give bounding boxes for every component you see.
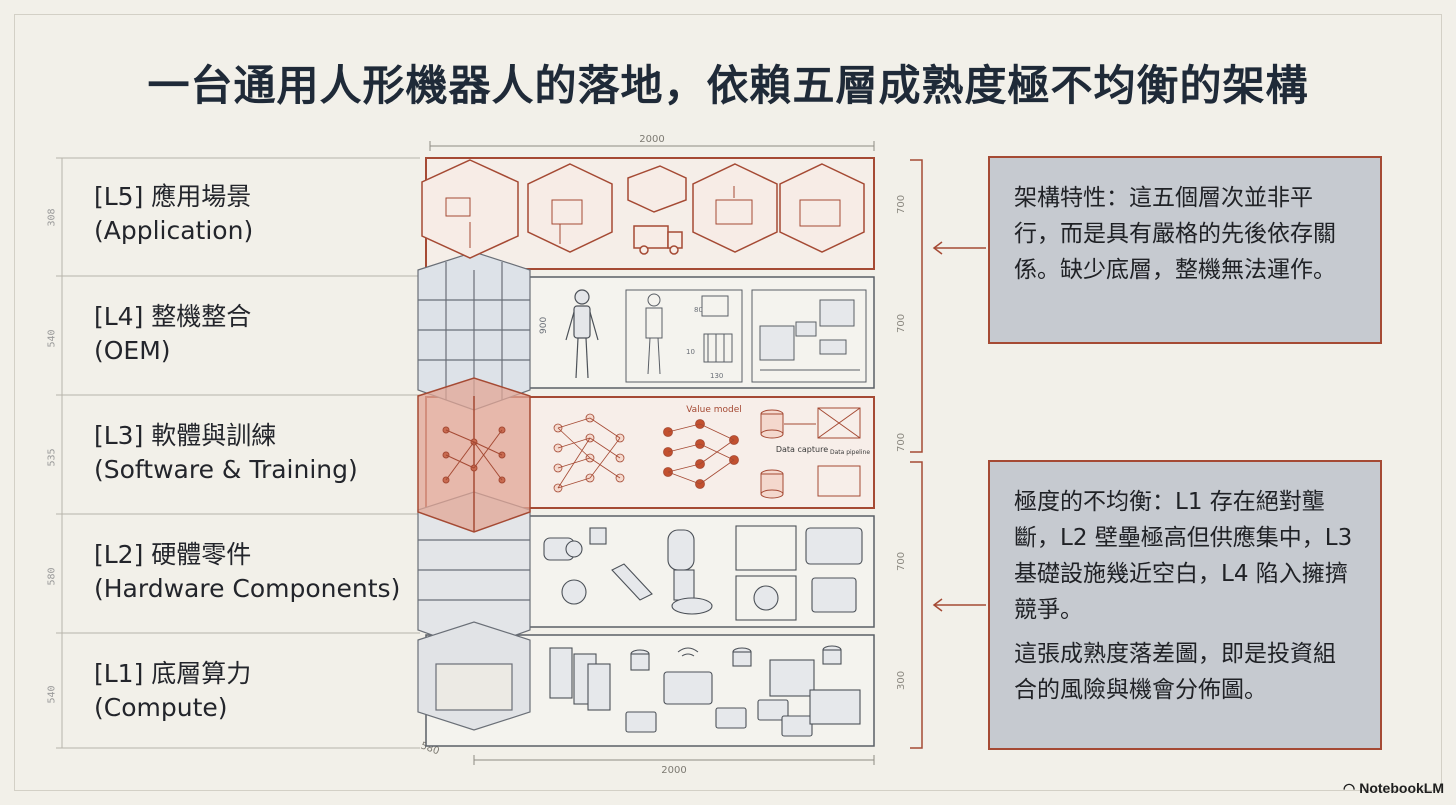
layer-label-l5: [L5] 應用場景 (Application) (94, 180, 253, 248)
value-model-network-icon (663, 419, 739, 489)
notebooklm-logo-icon: ◠ (1343, 780, 1356, 796)
frame-top (14, 14, 1442, 15)
assembly-equipment-icon (751, 289, 867, 383)
layer-label-zh: [L4] 整機整合 (94, 302, 252, 331)
top-dimension-line (429, 141, 875, 151)
l5-scene-details (445, 186, 841, 248)
gear-reducer-icon (589, 527, 607, 545)
layer-label-l2: [L2] 硬體零件 (Hardware Components) (94, 538, 400, 606)
layer-label-zh: [L3] 軟體與訓練 (94, 421, 277, 450)
layer-label-l4: [L4] 整機整合 (OEM) (94, 300, 251, 368)
frame-bottom (14, 790, 1442, 791)
layer-label-en: (Software & Training) (94, 455, 358, 484)
wifi-signal-icon (677, 647, 699, 657)
layer-label-zh: [L1] 底層算力 (94, 659, 252, 688)
compute-icons (549, 645, 861, 737)
controller-board-icon (805, 527, 863, 565)
layer-label-l3: [L3] 軟體與訓練 (Software & Training) (94, 419, 358, 487)
svg-text:700: 700 (896, 433, 907, 452)
value-model-label: Value model (686, 405, 742, 415)
brand-label: NotebookLM (1359, 780, 1444, 796)
layer-label-en: (Application) (94, 216, 254, 245)
bottom-dimension-line (473, 755, 875, 765)
battery-icon (811, 577, 857, 613)
left-dimension-rail (56, 157, 420, 749)
right-dimension-labels: 700 700 700 700 300 (896, 195, 907, 690)
tower-l3-block (417, 377, 531, 533)
living-room-scene-icon (779, 163, 865, 253)
svg-text:300: 300 (896, 671, 907, 690)
imbalance-note-text: 極度的不均衡：L1 存在絕對壟斷，L2 壁壘極高但供應集中，L3 基礎設施幾近空… (1014, 489, 1353, 623)
dim-top-label: 2000 (639, 134, 664, 145)
layer-label-en: (Compute) (94, 693, 228, 722)
arrow-to-top-note (932, 241, 986, 255)
tower (417, 251, 531, 731)
data-pipeline-label: Data pipeline (830, 449, 870, 456)
humanoid-robot-icon (565, 289, 599, 379)
arrow-to-bottom-note (932, 598, 986, 612)
portfolio-note-text: 這張成熟度落差圖，即是投資組合的風險與機會分佈圖。 (1014, 641, 1336, 703)
page-title: 一台通用人形機器人的落地，依賴五層成熟度極不均衡的架構 (147, 61, 1309, 110)
layer-label-zh: [L5] 應用場景 (94, 182, 252, 211)
robot-blueprint-box (625, 289, 743, 383)
home-scene-icon (692, 163, 778, 253)
notebooklm-brand: ◠NotebookLM (1343, 780, 1444, 797)
layer-label-en: (Hardware Components) (94, 574, 401, 603)
l4-dim-c: 130 (710, 372, 723, 380)
frame-left (14, 14, 15, 790)
l4-height-label: 900 (539, 317, 549, 334)
frame-right (1441, 14, 1442, 790)
right-brace-bottom (910, 461, 923, 749)
tower-neural-net-icon (442, 426, 506, 484)
svg-text:700: 700 (896, 314, 907, 333)
architecture-note-box: 架構特性：這五個層次並非平行，而是具有嚴格的先後依存關係。缺少底層，整機無法運作… (988, 156, 1382, 344)
data-capture-label: Data capture (776, 445, 828, 454)
server-rack-icon (549, 647, 573, 699)
l4-dim-b: 10 (686, 348, 695, 356)
svg-text:700: 700 (896, 552, 907, 571)
svg-text:700: 700 (896, 195, 907, 214)
hardware-components-icons (543, 525, 863, 621)
layer-label-zh: [L2] 硬體零件 (94, 540, 252, 569)
architecture-note-text: 架構特性：這五個層次並非平行，而是具有嚴格的先後依存關係。缺少底層，整機無法運作… (1014, 185, 1336, 283)
data-pipeline-icon (760, 407, 861, 499)
right-brace-top (910, 159, 923, 453)
factory-scene-icon (527, 163, 613, 253)
neural-network-icon (553, 413, 625, 493)
actuator-icon (667, 529, 695, 571)
robot-arm-joint-icon (611, 563, 653, 601)
layer-label-en: (OEM) (94, 336, 171, 365)
l4-dim-a: 80 (694, 306, 703, 314)
logistics-truck-icon (627, 165, 687, 255)
dim-bottom-label: 2000 (661, 765, 686, 776)
layer-label-l1: [L1] 底層算力 (Compute) (94, 657, 251, 725)
imbalance-note-box: 極度的不均衡：L1 存在絕對壟斷，L2 壁壘極高但供應集中，L3 基礎設施幾近空… (988, 460, 1382, 750)
chip-icon (663, 671, 713, 705)
